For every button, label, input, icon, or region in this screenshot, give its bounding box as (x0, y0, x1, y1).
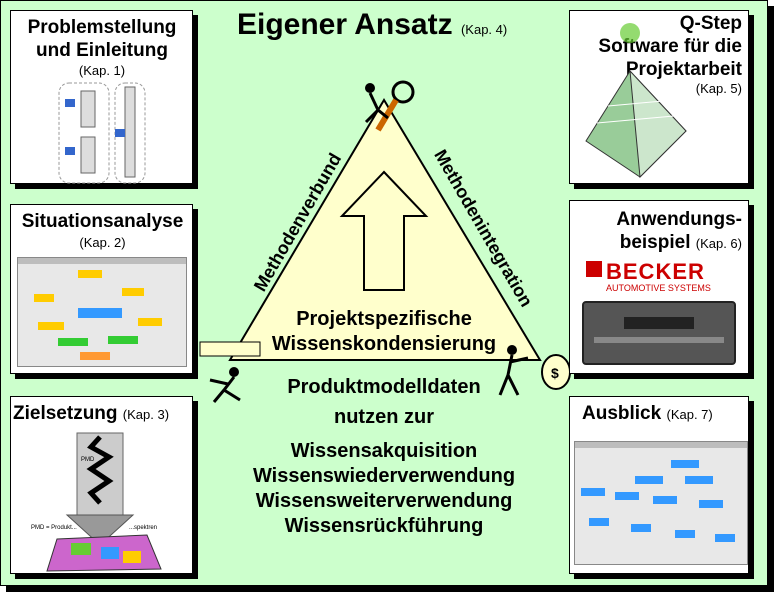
ziel-funnel-graphic: PMD PMD = Produkt... ...spektren (31, 432, 162, 572)
situation-screenshot (17, 257, 187, 367)
panel-situation-title: Situationsanalyse (21, 211, 184, 232)
panel-problem-line1: Problemstellung (27, 17, 177, 38)
problem-diagram-graphic (58, 82, 146, 184)
panel-anwendung-line1: Anwendungs- (616, 209, 742, 230)
panel-qstep-line1: Q-Step (679, 13, 742, 34)
panel-situationsanalyse: Situationsanalyse (Kap. 2) (10, 204, 193, 374)
panel-ausblick: Ausblick (Kap. 7) (569, 396, 749, 574)
ziel-right-label: ...spektren (129, 525, 157, 531)
bottom-item: Wissensrückführung (284, 515, 484, 537)
bottom-item: Wissenswiederverwendung (252, 465, 516, 487)
panel-problem-kap: (Kap. 1) (78, 62, 126, 78)
becker-subtitle: AUTOMOTIVE SYSTEMS (606, 283, 711, 293)
panel-ziel-title: Zielsetzung (13, 403, 118, 424)
ziel-pmd-label: PMD (81, 457, 95, 463)
panel-zielsetzung: Zielsetzung (Kap. 3) PMD PMD = Produkt..… (10, 396, 193, 574)
bottom-line1: Produktmodelldaten (287, 376, 481, 398)
panel-anwendung-line2: beispiel (619, 231, 691, 253)
panel-ausblick-title: Ausblick (582, 403, 662, 424)
ziel-bottom-label: PMD = Produkt... (31, 525, 77, 531)
person-magnifier-icon (364, 80, 415, 132)
panel-anwendung-kap: (Kap. 6) (695, 235, 742, 251)
panel-problemstellung: Problemstellung und Einleitung (Kap. 1) (10, 10, 193, 184)
svg-text:$: $ (551, 365, 559, 381)
becker-logo: BECKER (606, 259, 705, 284)
panel-qstep: Q-Step Software für die Projektarbeit (K… (569, 10, 749, 184)
triangle-inner-line2: Wissenskondensierung (271, 333, 497, 355)
car-radio-image (582, 301, 736, 365)
panel-anwendungsbeispiel: Anwendungs- beispiel (Kap. 6) BECKER AUT… (569, 200, 749, 374)
person-pushing-icon (199, 341, 261, 403)
becker-logo-icon (586, 261, 602, 277)
triangle-inner-line1: Projektspezifische (296, 308, 472, 330)
person-bag-icon: $ (498, 345, 571, 396)
bottom-item: Wissensakquisition (290, 440, 478, 462)
panel-problem-line2: und Einleitung (36, 39, 168, 61)
panel-situation-kap: (Kap. 2) (79, 235, 126, 250)
panel-ziel-kap: (Kap. 3) (122, 407, 170, 422)
bottom-line2: nutzen zur (334, 406, 434, 428)
main-title: Eigener Ansatz (Kap. 4) (237, 8, 507, 42)
main-title-kap: (Kap. 4) (460, 22, 508, 37)
up-arrow (339, 170, 429, 291)
bottom-item: Wissensweiterverwendung (255, 490, 513, 512)
main-title-text: Eigener Ansatz (237, 8, 453, 41)
panel-ausblick-kap: (Kap. 7) (666, 407, 713, 422)
qstep-pyramid-graphic (585, 23, 687, 179)
panel-qstep-line3: Projektarbeit (625, 58, 742, 80)
ausblick-screenshot (574, 441, 748, 565)
panel-qstep-kap: (Kap. 5) (695, 81, 742, 97)
